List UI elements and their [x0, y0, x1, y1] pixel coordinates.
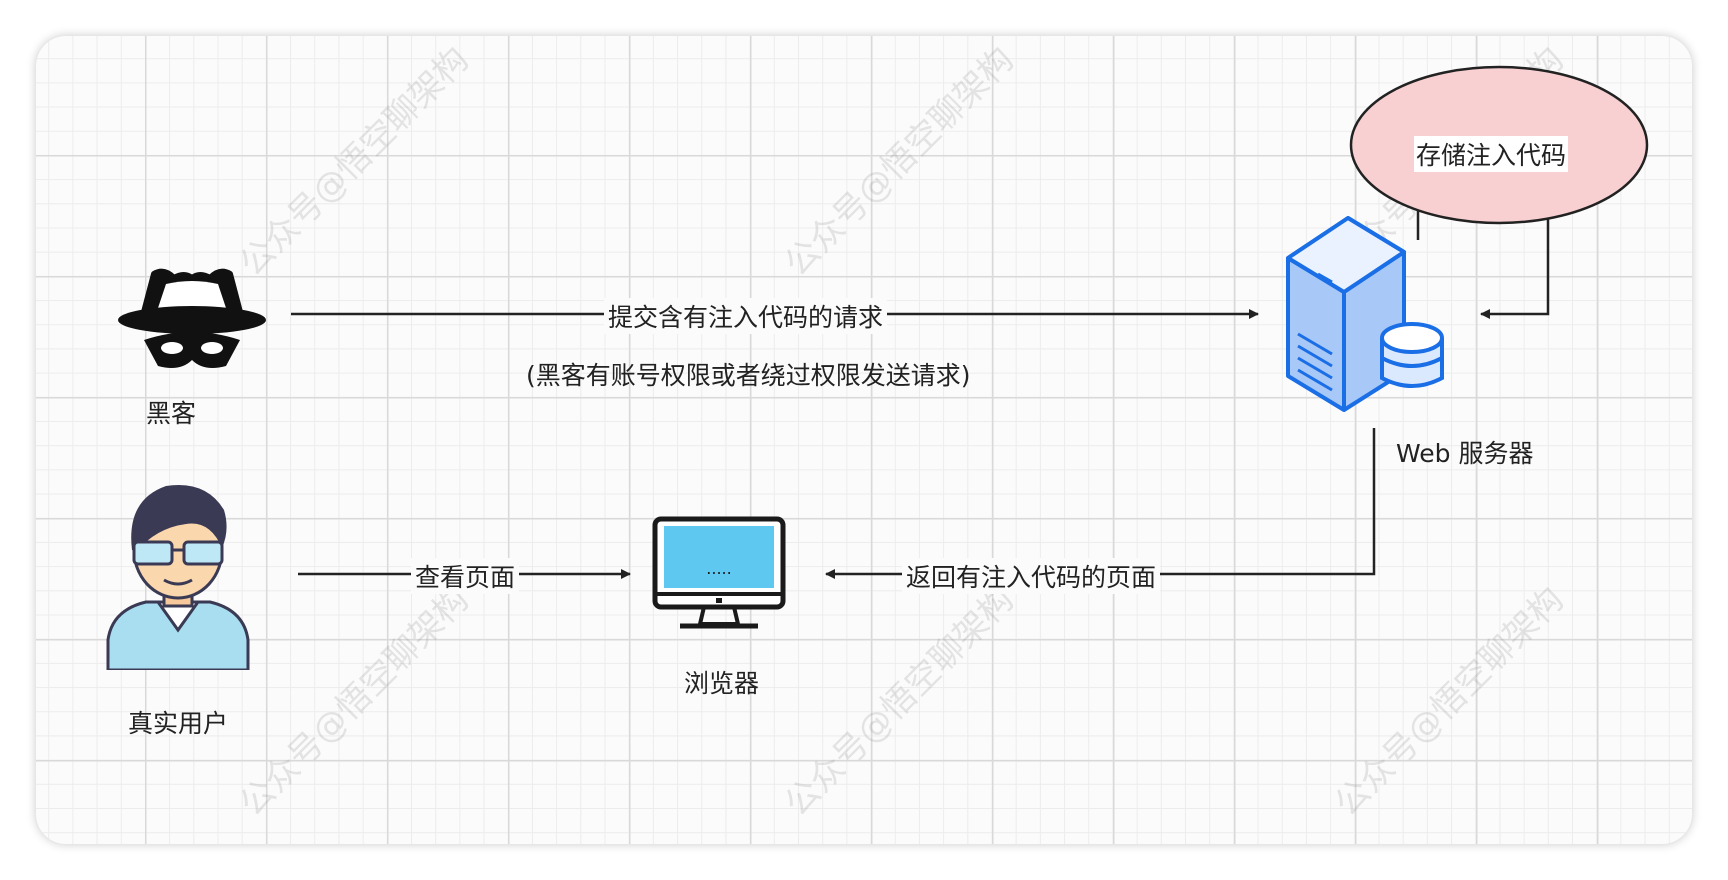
server-label: Web 服务器: [1396, 439, 1534, 468]
user-avatar-icon: [106, 485, 250, 670]
browser-label: 浏览器: [684, 669, 760, 698]
return-arrow-label: 返回有注入代码的页面: [902, 558, 1161, 594]
view-arrow-label: 查看页面: [411, 558, 520, 594]
return-arrow: [825, 428, 1376, 579]
submit-arrow-label: 提交含有注入代码的请求: [604, 298, 888, 334]
server-icon: [1286, 216, 1444, 412]
storage-label: 存储注入代码: [1414, 136, 1569, 172]
diagram-canvas: 公众号@悟空聊架构 公众号@悟空聊架构 公众号@悟空聊架构 公众号@悟空聊架构 …: [36, 36, 1692, 844]
hacker-label: 黑客: [146, 399, 197, 428]
submit-arrow-note: (黑客有账号权限或者绕过权限发送请求): [526, 361, 971, 390]
user-label: 真实用户: [128, 709, 229, 738]
spy-icon: [118, 268, 266, 368]
svg-text:.....: .....: [706, 559, 731, 578]
monitor-icon: .....: [652, 516, 786, 629]
